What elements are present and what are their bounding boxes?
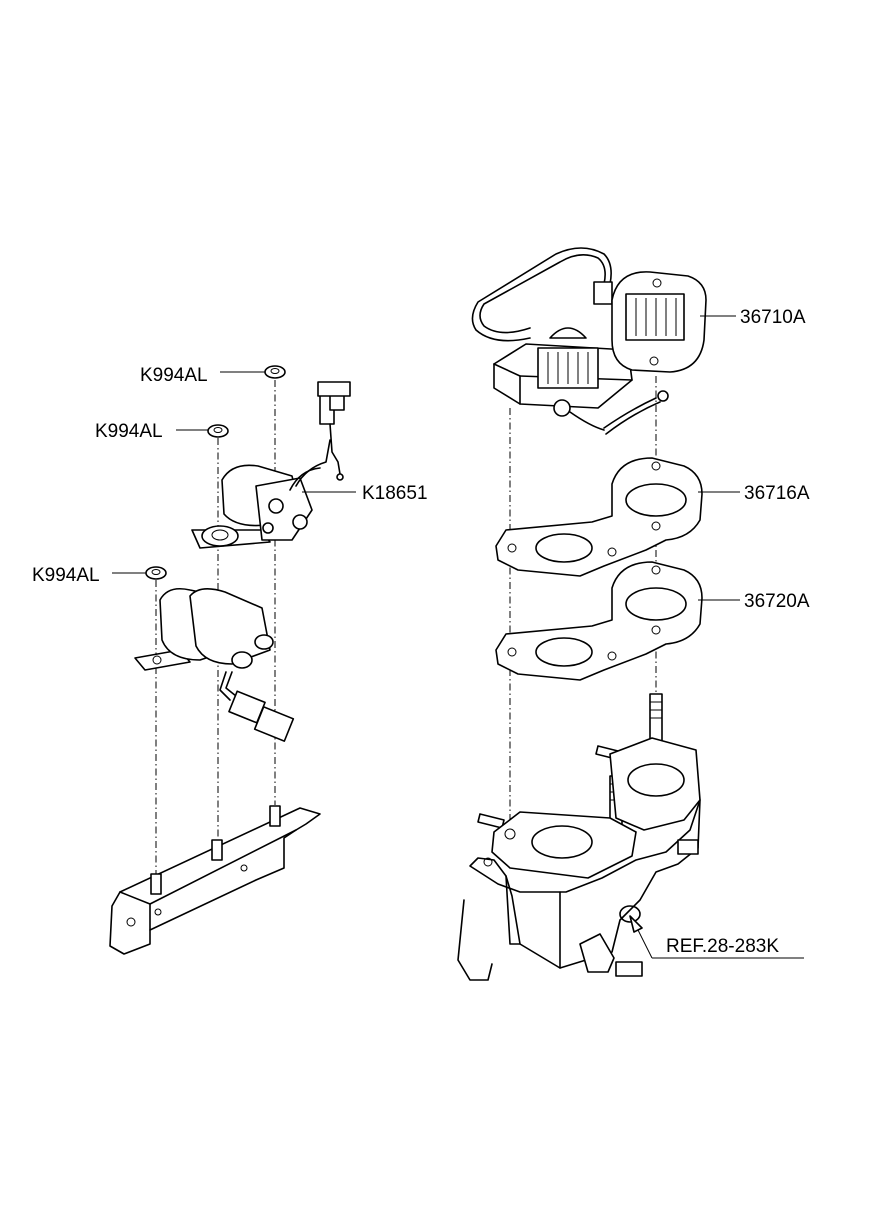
callout-nut-top: K994AL [140,365,208,386]
vacuum-pipe [471,247,613,342]
intake-manifold [457,737,701,981]
solenoid-lower [134,587,295,742]
callout-nut-low: K994AL [32,565,100,586]
leader-reference-arrow [629,915,643,933]
callout-solenoid: K18651 [362,483,428,504]
callout-egr-valve: 36710A [740,307,806,328]
solenoid-upper [191,381,351,549]
callout-reference: REF.28-283K [666,936,779,957]
egr-valve [493,271,707,435]
leader-reference-angle [635,925,653,959]
nut-low [145,566,167,580]
callout-gasket-upper: 36716A [744,483,810,504]
nut-top [264,365,286,379]
mounting-bracket [109,805,321,955]
gasket-upper [495,457,703,577]
callout-gasket-lower: 36720A [744,591,810,612]
nut-mid [207,424,229,438]
gasket-lower [495,561,703,681]
callout-nut-mid: K994AL [95,421,163,442]
